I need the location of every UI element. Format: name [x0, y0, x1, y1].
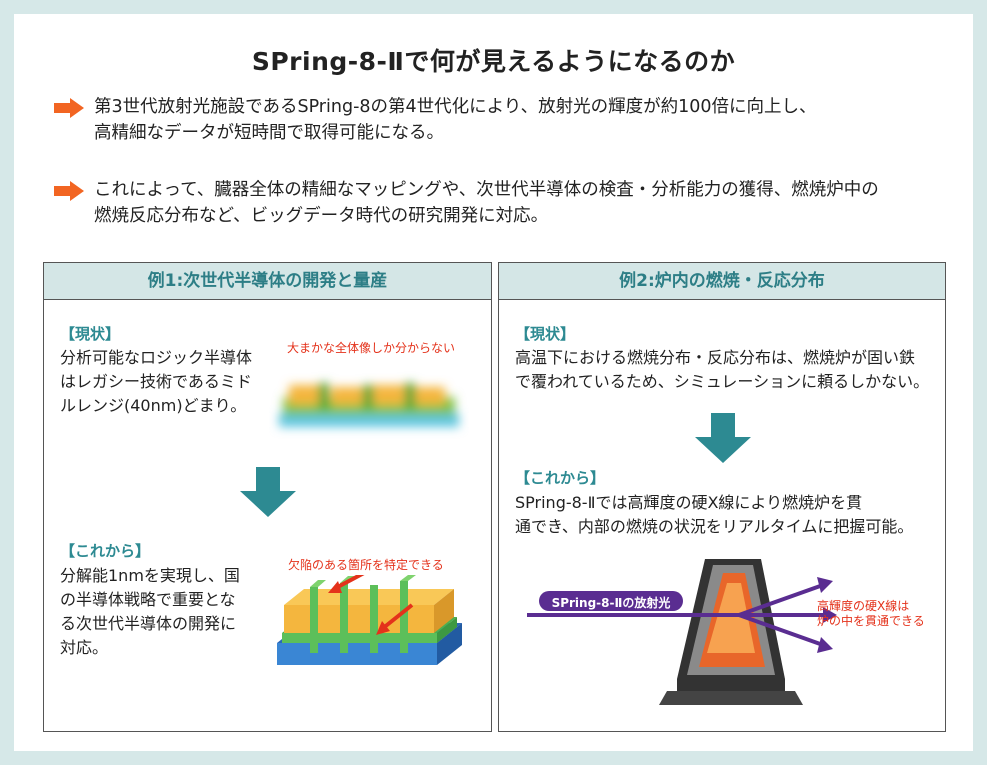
- future-text: SPring-8-Ⅱでは高輝度の硬X線により燃焼炉を貫 通でき、内部の燃焼の状況…: [515, 491, 913, 539]
- bullet-1-line-1: 第3世代放射光施設であるSPring-8の第4世代化により、放射光の輝度が約10…: [94, 97, 817, 117]
- caption-line: 炉の中を貫通できる: [817, 614, 925, 628]
- text-line: で覆われているため、シミュレーションに頼るしかない。: [515, 372, 930, 391]
- text-line: 高温下における燃焼分布・反応分布は、燃焼炉が固い鉄: [515, 348, 916, 367]
- text-line: SPring-8-Ⅱでは高輝度の硬X線により燃焼炉を貫: [515, 493, 863, 512]
- infographic-sheet: SPring-8-Ⅱで何が見えるようになるのか 第3世代放射光施設であるSPri…: [14, 14, 973, 751]
- panel-heading: 例1:次世代半導体の開発と量産: [44, 263, 491, 300]
- down-arrow-icon: [695, 413, 751, 463]
- bullet-1-line-2: 高精細なデータが短時間で取得可能になる。: [94, 123, 444, 143]
- future-tag: 【これから】: [515, 469, 606, 487]
- bullet-text-2: これによって、臓器全体の精細なマッピングや、次世代半導体の検査・分析能力の獲得、…: [94, 177, 879, 229]
- orange-arrow-icon: [54, 98, 84, 118]
- current-status-tag: 【現状】: [515, 325, 576, 343]
- beam-label: SPring-8-Ⅱの放射光: [551, 596, 671, 610]
- down-arrow-icon: [240, 467, 296, 517]
- blurry-semiconductor-image: [279, 383, 459, 427]
- bullet-text-1: 第3世代放射光施設であるSPring-8の第4世代化により、放射光の輝度が約10…: [94, 94, 817, 146]
- panel-heading: 例2:炉内の燃焼・反応分布: [499, 263, 945, 300]
- text-line: ルレンジ(40nm)どまり。: [60, 396, 247, 415]
- bullet-2-line-2: 燃焼反応分布など、ビッグデータ時代の研究開発に対応。: [94, 206, 549, 226]
- current-status-tag: 【現状】: [60, 325, 121, 343]
- text-line: はレガシー技術であるミド: [60, 372, 252, 391]
- xray-caption: 高輝度の硬X線は 炉の中を貫通できる: [817, 599, 925, 629]
- orange-arrow-icon: [54, 181, 84, 201]
- future-text: 分解能1nmを実現し、国 の半導体戦略で重要とな る次世代半導体の開発に 対応。: [60, 564, 240, 660]
- text-line: 対応。: [60, 638, 109, 657]
- text-line: の半導体戦略で重要とな: [60, 590, 236, 609]
- bullet-item-1: 第3世代放射光施設であるSPring-8の第4世代化により、放射光の輝度が約10…: [54, 94, 954, 146]
- current-status-text: 高温下における燃焼分布・反応分布は、燃焼炉が固い鉄 で覆われているため、シミュレ…: [515, 346, 929, 394]
- caption-line: 高輝度の硬X線は: [817, 599, 910, 613]
- bullet-2-line-1: これによって、臓器全体の精細なマッピングや、次世代半導体の検査・分析能力の獲得、…: [94, 180, 879, 200]
- future-tag: 【これから】: [60, 542, 151, 560]
- beam-label-box: [539, 591, 683, 611]
- bullet-item-2: これによって、臓器全体の精細なマッピングや、次世代半導体の検査・分析能力の獲得、…: [54, 177, 954, 229]
- example-panel-semiconductor: 例1:次世代半導体の開発と量産 【現状】 分析可能なロジック半導体 はレガシー技…: [43, 262, 492, 732]
- example-panel-furnace: 例2:炉内の燃焼・反応分布 【現状】 高温下における燃焼分布・反応分布は、燃焼炉…: [498, 262, 946, 732]
- defect-caption: 欠陥のある箇所を特定できる: [288, 558, 444, 572]
- text-line: 通でき、内部の燃焼の状況をリアルタイムに把握可能。: [515, 517, 914, 536]
- page-title: SPring-8-Ⅱで何が見えるようになるのか: [251, 47, 736, 76]
- text-line: る次世代半導体の開発に: [60, 614, 237, 633]
- semiconductor-structure-diagram: [277, 575, 462, 665]
- text-line: 分析可能なロジック半導体: [60, 348, 253, 367]
- current-status-text: 分析可能なロジック半導体 はレガシー技術であるミド ルレンジ(40nm)どまり。: [60, 346, 252, 418]
- text-line: 分解能1nmを実現し、国: [60, 566, 240, 585]
- furnace-diagram: [527, 559, 837, 705]
- blurry-image-caption: 大まかな全体像しか分からない: [287, 341, 456, 355]
